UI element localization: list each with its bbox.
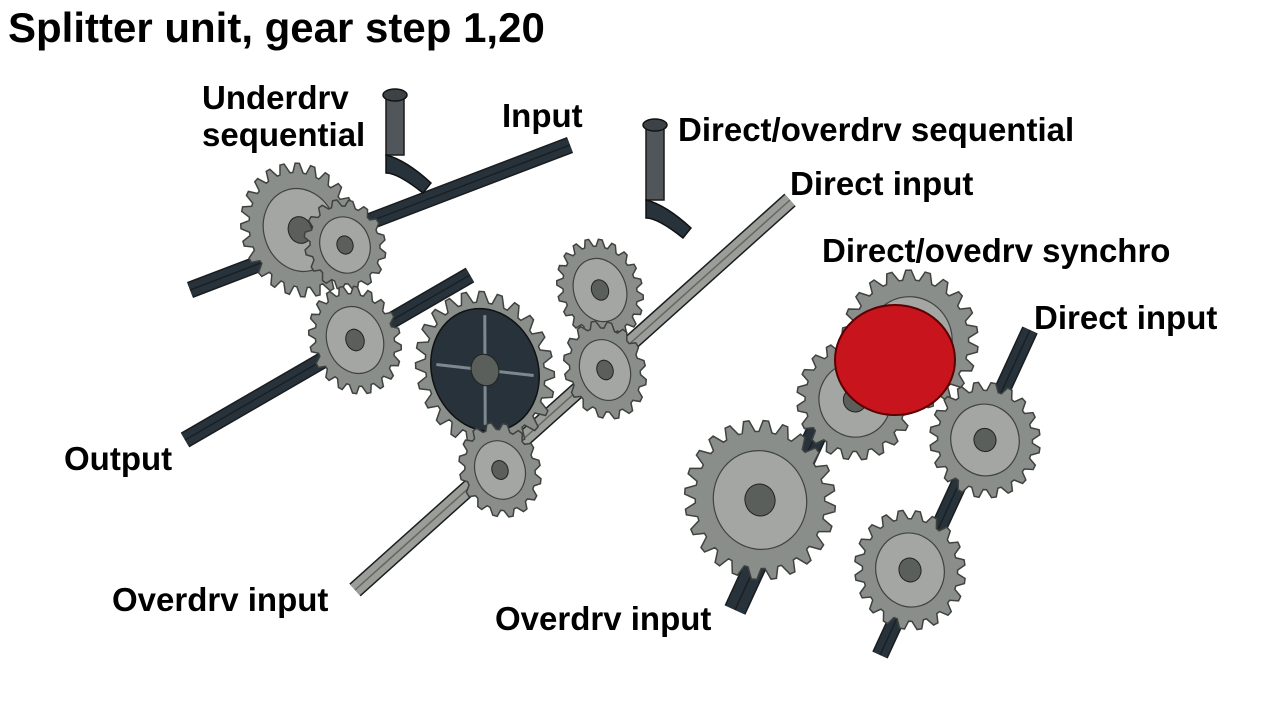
- label-overdrv-input-right: Overdrv input: [495, 601, 711, 638]
- label-direct-ovedrv-synchro: Direct/ovedrv synchro: [822, 233, 1170, 270]
- label-output: Output: [64, 441, 172, 478]
- gear-lower-right: [841, 498, 978, 642]
- label-underdrv-sequential: Underdrv sequential: [202, 80, 365, 154]
- label-overdrv-input-left: Overdrv input: [112, 582, 328, 619]
- label-underdrv-line2: sequential: [202, 117, 365, 154]
- label-direct-input-right: Direct input: [1034, 300, 1217, 337]
- label-underdrv-line1: Underdrv: [202, 80, 365, 117]
- label-direct-overdrv-sequential: Direct/overdrv sequential: [678, 112, 1074, 149]
- label-direct-input-top: Direct input: [790, 166, 973, 203]
- underdrv-sequential-lever: [383, 89, 431, 193]
- gear-output-small: [294, 273, 416, 407]
- label-input: Input: [502, 98, 583, 135]
- synchro-ring: [835, 305, 955, 415]
- diagram-title: Splitter unit, gear step 1,20: [8, 4, 545, 52]
